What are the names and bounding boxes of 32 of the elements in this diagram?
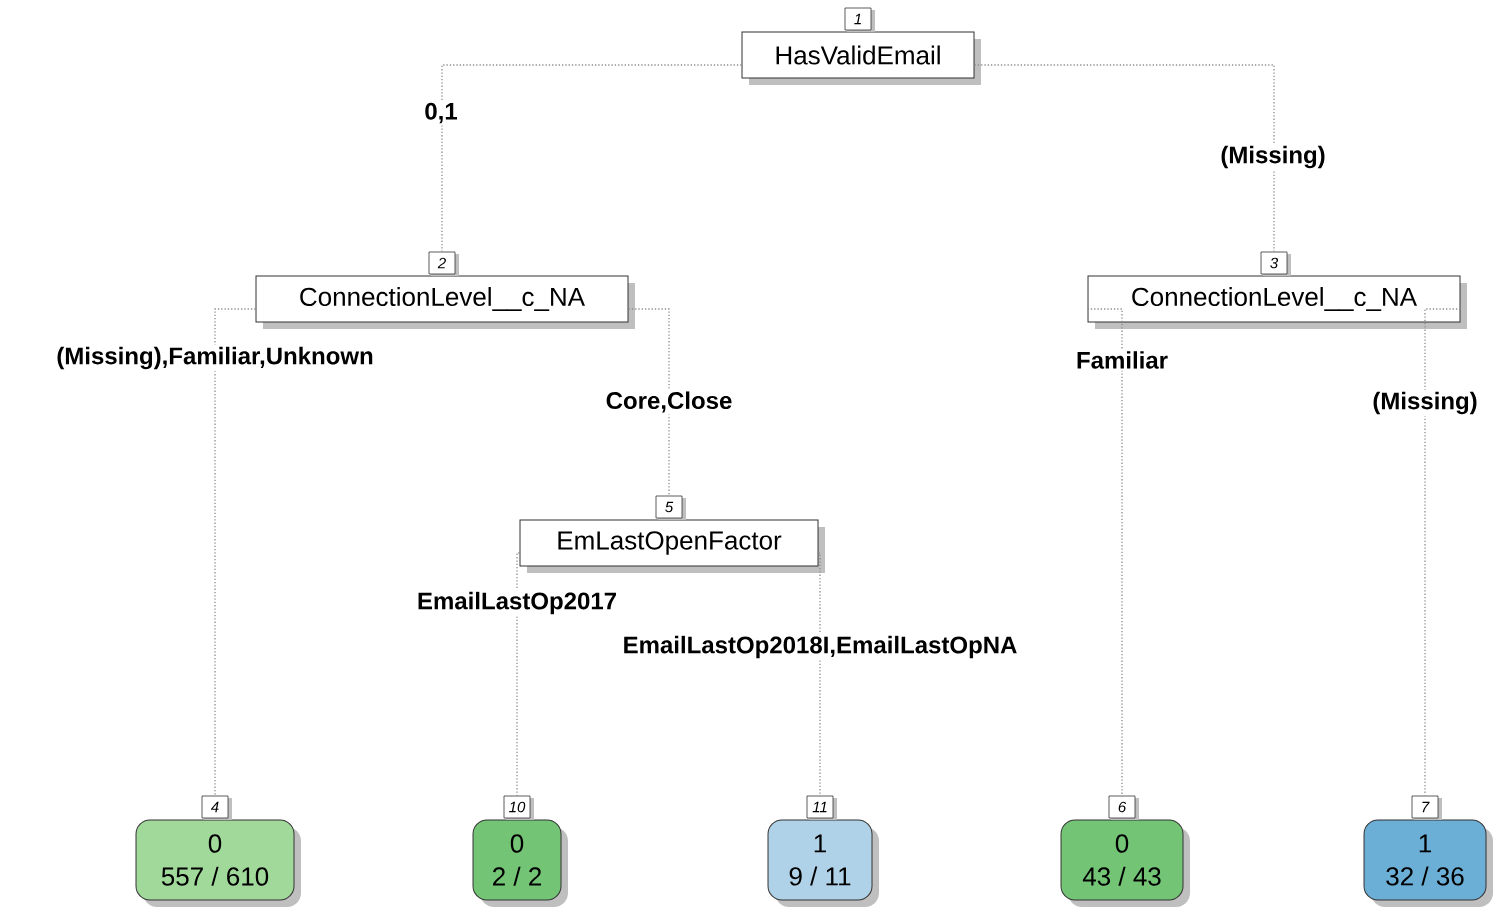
node-number-tag: 1 (844, 7, 875, 32)
edge-label: Familiar (1077, 351, 1168, 369)
node-number-tag: 10 (503, 795, 534, 820)
branch-line (1424, 308, 1462, 797)
node-number-tag: 7 (1411, 795, 1442, 820)
branch-line (1086, 308, 1123, 797)
leaf-box: 1 32 / 36 (1363, 819, 1493, 907)
edge-label: (Missing),Familiar,Unknown (57, 346, 373, 370)
split-box: ConnectionLevel__c_NA (1087, 275, 1467, 329)
node-number-tag: 11 (806, 795, 837, 820)
branch-line (973, 64, 1275, 253)
edge-label: EmailLastOp2018I,EmailLastOpNA (624, 635, 1017, 659)
node-number-tag: 6 (1108, 795, 1139, 820)
branch-line (214, 308, 257, 797)
branch-line (441, 64, 743, 253)
branch-line (817, 552, 821, 797)
split-box: ConnectionLevel__c_NA (255, 275, 635, 329)
leaf-box: 0 43 / 43 (1060, 819, 1190, 907)
node-number-tag: 3 (1260, 251, 1291, 276)
branch-line (516, 552, 521, 797)
edge-label: (Missing) (1221, 145, 1325, 169)
edge-label: Core,Close (606, 391, 732, 413)
split-box: HasValidEmail (741, 31, 981, 85)
edge-label: (Missing) (1373, 391, 1477, 415)
leaf-box: 0 557 / 610 (135, 819, 301, 907)
node-number-tag: 2 (428, 251, 459, 276)
split-box: EmLastOpenFactor (519, 519, 825, 573)
edge-label: EmailLastOp2017 (418, 591, 616, 615)
branch-line (627, 308, 670, 497)
node-number-tag: 4 (201, 795, 232, 820)
node-number-tag: 5 (655, 495, 686, 520)
edge-label: 0,1 (425, 102, 457, 124)
